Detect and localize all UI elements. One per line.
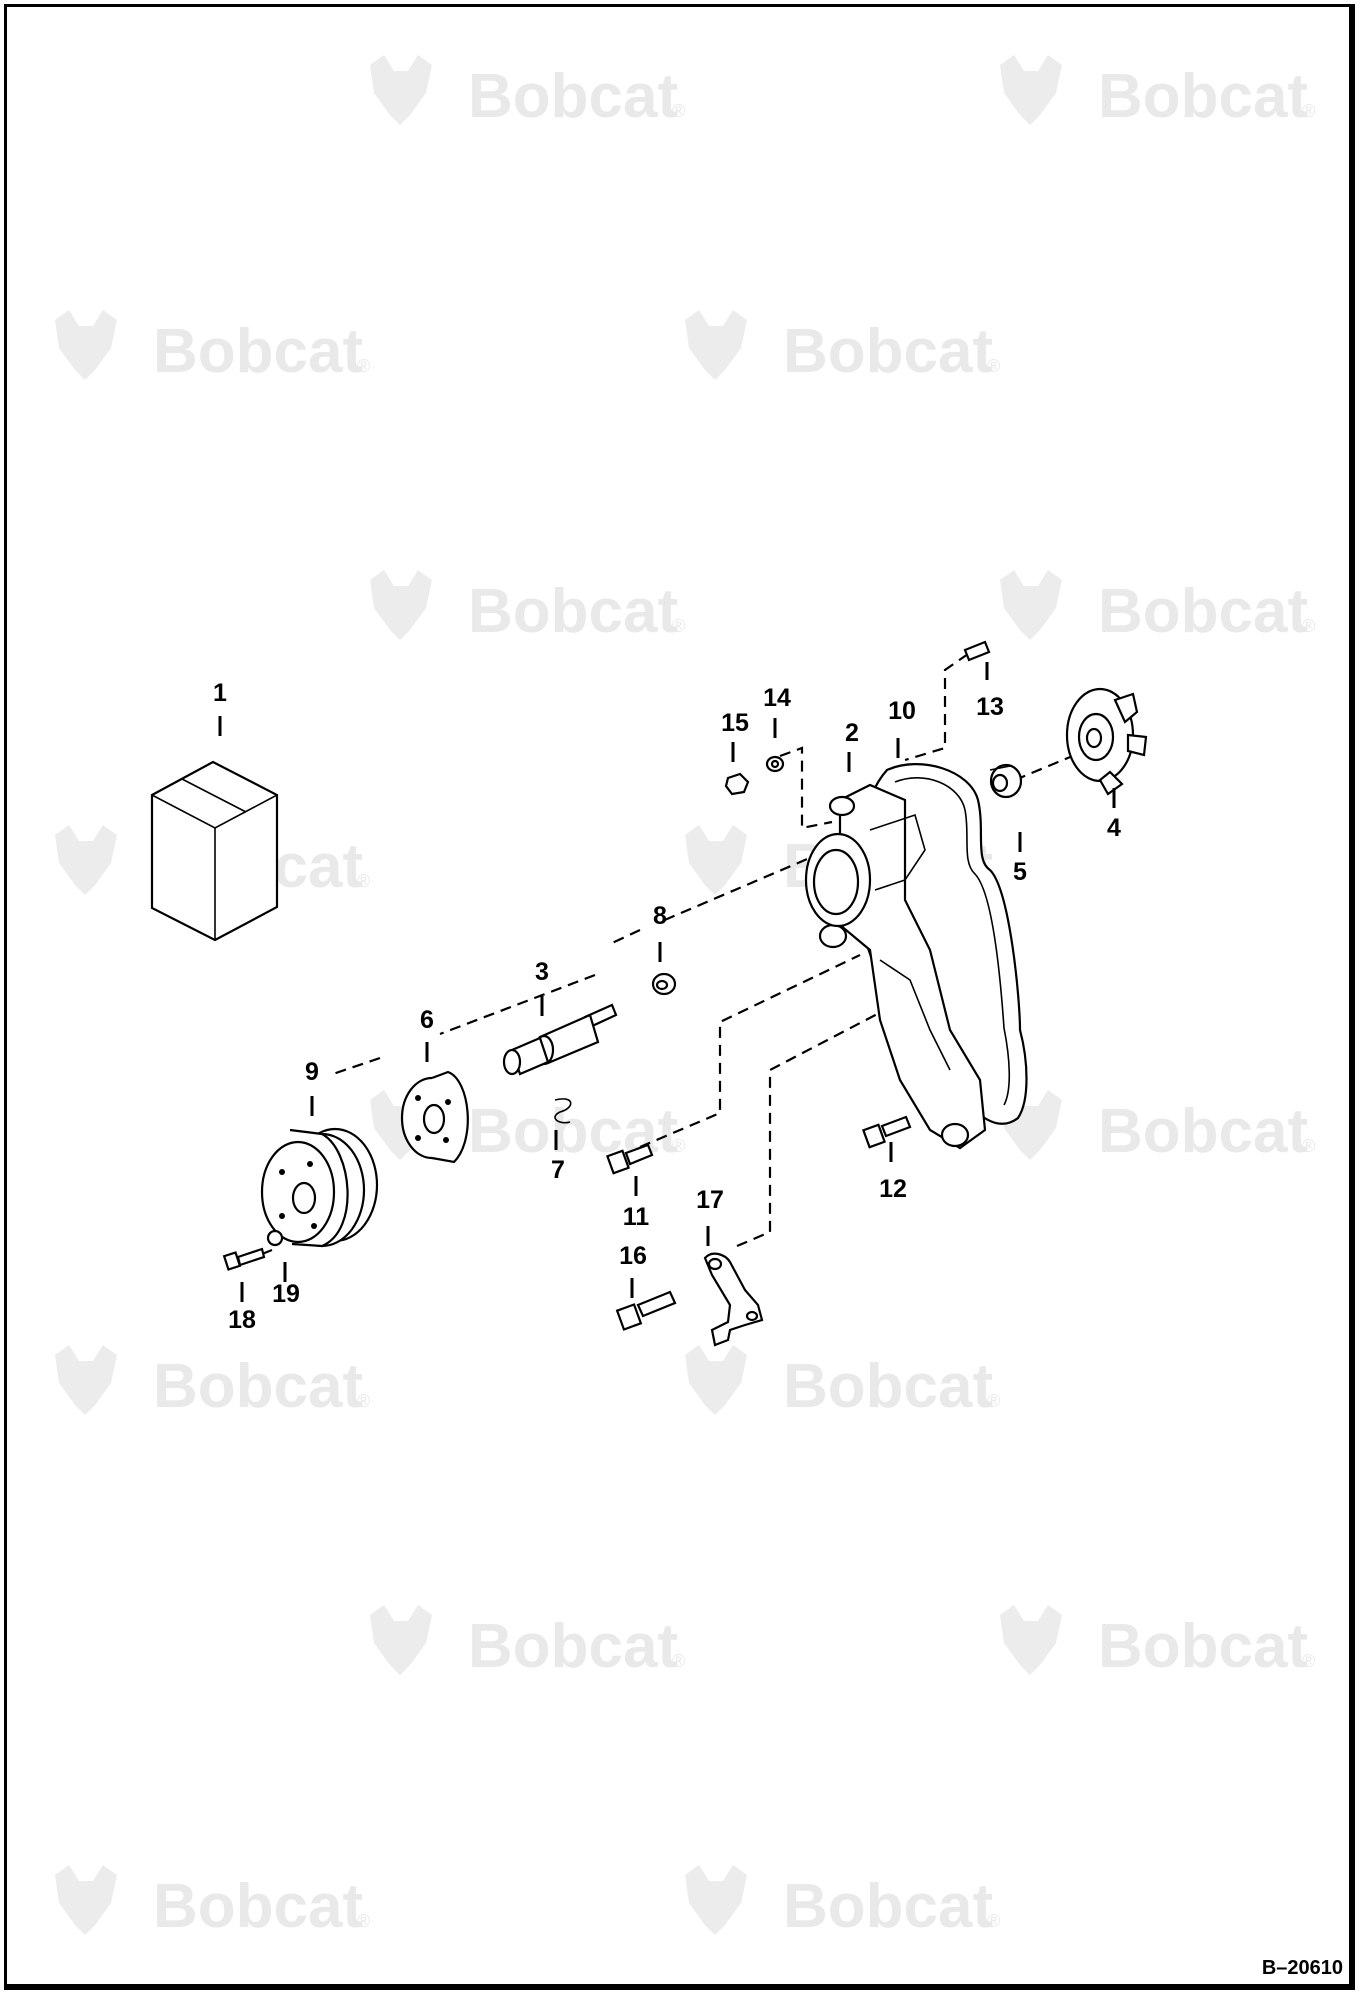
watermark-registered-mark: ® xyxy=(987,1391,1000,1411)
watermark-text: Bobcat xyxy=(468,62,678,131)
watermark-text: Bobcat xyxy=(1098,1097,1308,1166)
watermark-registered-mark: ® xyxy=(672,1136,685,1156)
pump-bolt xyxy=(605,1143,654,1175)
callout-19: 19 xyxy=(272,1280,300,1308)
callout-17: 17 xyxy=(696,1186,724,1214)
housing-bolt xyxy=(861,1115,912,1149)
water-pump-housing xyxy=(804,763,1028,1150)
pulley xyxy=(260,1127,379,1248)
watermark-text: Bobcat xyxy=(153,317,363,386)
watermark-logo: Bobcat® xyxy=(1000,1090,1315,1166)
watermark-registered-mark: ® xyxy=(357,1391,370,1411)
callout-6: 6 xyxy=(420,1006,434,1034)
watermark-logo: Bobcat® xyxy=(1000,570,1315,646)
watermark-text: Bobcat xyxy=(1098,577,1308,646)
bobcat-emblem-icon xyxy=(55,1865,117,1935)
nut-and-washer xyxy=(724,755,785,796)
callout-8: 8 xyxy=(653,902,667,930)
callout-4: 4 xyxy=(1107,814,1121,842)
watermark-logo: Bobcat® xyxy=(370,1605,685,1681)
bobcat-emblem-icon xyxy=(685,1345,747,1415)
watermark-logo: Bobcat® xyxy=(55,1345,370,1421)
watermark-registered-mark: ® xyxy=(1302,101,1315,121)
leader-lines xyxy=(218,662,1116,1302)
watermark-registered-mark: ® xyxy=(357,871,370,891)
watermark-text: Bobcat xyxy=(468,577,678,646)
callout-9: 9 xyxy=(305,1058,319,1086)
callout-2: 2 xyxy=(845,719,859,747)
watermark-registered-mark: ® xyxy=(672,101,685,121)
bobcat-emblem-icon xyxy=(370,570,432,640)
watermark-text: Bobcat xyxy=(153,1872,363,1941)
stud xyxy=(963,640,991,662)
bobcat-emblem-icon xyxy=(685,1865,747,1935)
watermark-text: Bobcat xyxy=(153,1352,363,1421)
watermark-text: Bobcat xyxy=(783,317,993,386)
bracket-bolt xyxy=(615,1290,677,1331)
assembly-lines xyxy=(261,653,1076,1256)
watermark-logo: Bobcat® xyxy=(1000,55,1315,131)
figure-reference-code: B–20610 xyxy=(1261,1957,1343,1979)
callout-11: 11 xyxy=(623,1203,650,1231)
watermark-registered-mark: ® xyxy=(987,1911,1000,1931)
watermark-text: Bobcat xyxy=(783,1352,993,1421)
watermark-logo: Bobcat® xyxy=(685,310,1000,386)
kit-box xyxy=(150,760,279,942)
watermark-registered-mark: ® xyxy=(1302,1136,1315,1156)
watermark-layer: Bobcat®Bobcat®Bobcat®Bobcat®Bobcat®Bobca… xyxy=(55,55,1315,1941)
bobcat-emblem-icon xyxy=(55,310,117,380)
callout-labels: 1 2 3 4 5 6 7 8 9 10 11 12 13 14 15 16 1… xyxy=(213,679,1121,1334)
bobcat-emblem-icon xyxy=(685,825,747,895)
watermark-text: Bobcat xyxy=(1098,1612,1308,1681)
retaining-clip xyxy=(554,1098,572,1124)
callout-18: 18 xyxy=(228,1306,256,1334)
watermark-registered-mark: ® xyxy=(1302,616,1315,636)
watermark-registered-mark: ® xyxy=(357,356,370,376)
watermark-logo: Bobcat® xyxy=(370,55,685,131)
watermark-logo: Bobcat® xyxy=(370,570,685,646)
bobcat-emblem-icon xyxy=(55,1345,117,1415)
watermark-logo: Bobcat® xyxy=(685,1345,1000,1421)
callout-7: 7 xyxy=(551,1156,565,1184)
bobcat-emblem-icon xyxy=(370,1605,432,1675)
bracket xyxy=(703,1252,764,1347)
callout-3: 3 xyxy=(535,958,549,986)
callout-12: 12 xyxy=(879,1175,907,1203)
bobcat-emblem-icon xyxy=(1000,55,1062,125)
pulley-bolt xyxy=(222,1229,284,1271)
washer xyxy=(651,972,677,996)
callout-5: 5 xyxy=(1013,858,1027,886)
watermark-registered-mark: ® xyxy=(672,1651,685,1671)
shaft-bearing xyxy=(502,1003,618,1076)
impeller xyxy=(1065,687,1148,796)
watermark-text: Bobcat xyxy=(1098,62,1308,131)
watermark-registered-mark: ® xyxy=(357,1911,370,1931)
callout-10: 10 xyxy=(888,697,916,725)
flange-hub xyxy=(400,1070,469,1164)
watermark-registered-mark: ® xyxy=(987,356,1000,376)
callout-14: 14 xyxy=(763,684,791,712)
watermark-registered-mark: ® xyxy=(672,616,685,636)
watermark-registered-mark: ® xyxy=(1302,1651,1315,1671)
callout-1: 1 xyxy=(213,679,227,707)
callout-13: 13 xyxy=(976,693,1004,721)
seal xyxy=(989,763,1023,799)
diagram-frame xyxy=(4,4,1355,1990)
watermark-logo: Bobcat® xyxy=(55,1865,370,1941)
watermark-text: Bobcat xyxy=(783,1872,993,1941)
bobcat-emblem-icon xyxy=(685,310,747,380)
watermark-logo: Bobcat® xyxy=(685,1865,1000,1941)
callout-16: 16 xyxy=(619,1242,647,1270)
watermark-text: Bobcat xyxy=(468,1612,678,1681)
bobcat-emblem-icon xyxy=(1000,570,1062,640)
watermark-logo: Bobcat® xyxy=(1000,1605,1315,1681)
bobcat-emblem-icon xyxy=(55,825,117,895)
bobcat-emblem-icon xyxy=(1000,1605,1062,1675)
callout-15: 15 xyxy=(721,709,749,737)
watermark-logo: Bobcat® xyxy=(55,310,370,386)
bobcat-emblem-icon xyxy=(370,55,432,125)
